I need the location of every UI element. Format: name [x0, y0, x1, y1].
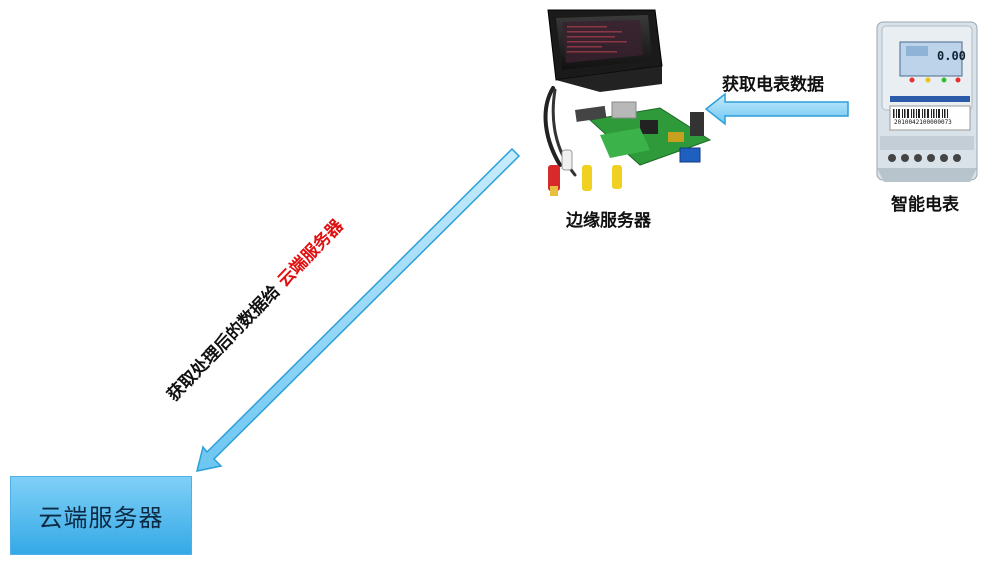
- rca-yellow-plug: [582, 165, 622, 191]
- rca-white-plug: [561, 149, 573, 171]
- cloud-server-label: 云端服务器: [38, 504, 164, 532]
- smart-meter-image: [876, 21, 978, 182]
- smart-meter-label: 智能电表: [891, 195, 959, 215]
- arrow-edge-to-cloud: [195, 147, 521, 472]
- barcode: [893, 109, 948, 118]
- arrow-meter-to-edge: [704, 92, 849, 126]
- edge-server-label: 边缘服务器: [566, 211, 651, 231]
- rca-red-plug: [548, 165, 560, 196]
- edge-server-image: [543, 9, 712, 196]
- monitor-icon: [547, 9, 663, 92]
- cloud-server-box: 云端服务器: [10, 476, 192, 555]
- meter-display-value: 0.00: [937, 49, 966, 63]
- terminal-screws: [888, 154, 961, 162]
- meter-serial: 2010042100000073: [894, 119, 952, 126]
- meter-led-row: [909, 77, 961, 83]
- arrow-meter-to-edge-label: 获取电表数据: [722, 75, 824, 95]
- board-icon: [574, 101, 712, 166]
